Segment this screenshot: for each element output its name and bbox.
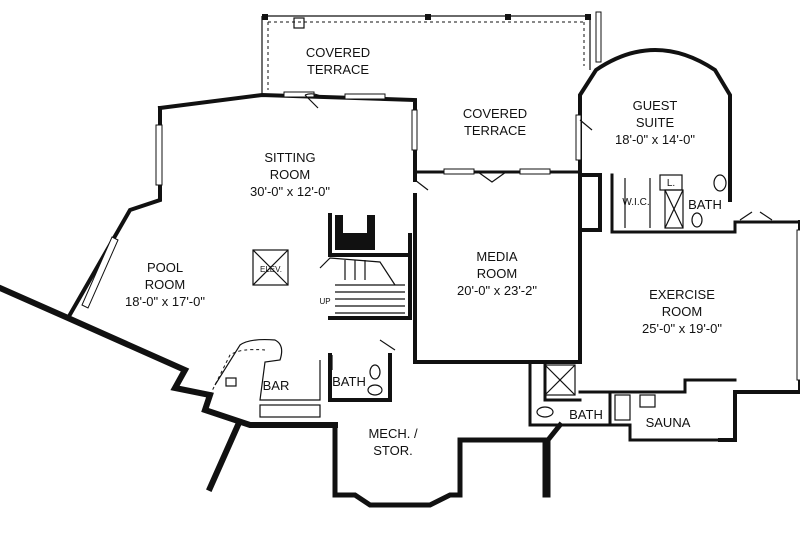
fixtures xyxy=(209,174,727,421)
windows xyxy=(81,11,800,381)
linen-label: L. xyxy=(667,178,675,189)
exercise-room-label-line2: ROOM xyxy=(662,304,702,319)
media-room-label-line1: MEDIA xyxy=(476,249,518,264)
doors xyxy=(304,93,773,370)
sitting-room-dims: 30'-0" x 12'-0" xyxy=(250,184,330,199)
guest-suite-dims: 18'-0" x 14'-0" xyxy=(615,132,695,147)
covered-terrace-2-label-line1: COVERED xyxy=(463,106,527,121)
stair-up-label: UP xyxy=(319,297,330,306)
covered-terrace-1-label-line1: COVERED xyxy=(306,45,370,60)
elevator-label: ELEV. xyxy=(260,265,282,274)
pool-room-dims: 18'-0" x 17'-0" xyxy=(125,294,205,309)
media-room-label-line2: ROOM xyxy=(477,266,517,281)
exterior-walls xyxy=(0,14,800,508)
exercise-room-dims: 25'-0" x 19'-0" xyxy=(642,321,722,336)
sitting-room-label-line2: ROOM xyxy=(270,167,310,182)
bath-1-label: BATH xyxy=(332,374,366,389)
pool-room-label-line2: ROOM xyxy=(145,277,185,292)
covered-terrace-1-label-line2: TERRACE xyxy=(307,62,369,77)
guest-suite-label-line2: SUITE xyxy=(636,115,675,130)
mech-stor-label-line2: STOR. xyxy=(373,443,413,458)
sauna-label: SAUNA xyxy=(646,415,691,430)
exercise-room-label-line1: EXERCISE xyxy=(649,287,715,302)
stair-treads xyxy=(319,257,405,314)
covered-terrace-2-label-line2: TERRACE xyxy=(464,123,526,138)
pool-room-label-line1: POOL xyxy=(147,260,183,275)
bar-label: BAR xyxy=(263,378,290,393)
bath-3-label: BATH xyxy=(569,407,603,422)
mech-stor-label-line1: MECH. / xyxy=(368,426,418,441)
room-labels: COVERED TERRACE COVERED TERRACE GUEST SU… xyxy=(125,45,722,458)
guest-suite-label-line1: GUEST xyxy=(633,98,678,113)
bath-2-label: BATH xyxy=(688,197,722,212)
wic-label: W.I.C. xyxy=(622,197,649,208)
media-room-dims: 20'-0" x 23'-2" xyxy=(457,283,537,298)
sitting-room-label-line1: SITTING xyxy=(264,150,315,165)
